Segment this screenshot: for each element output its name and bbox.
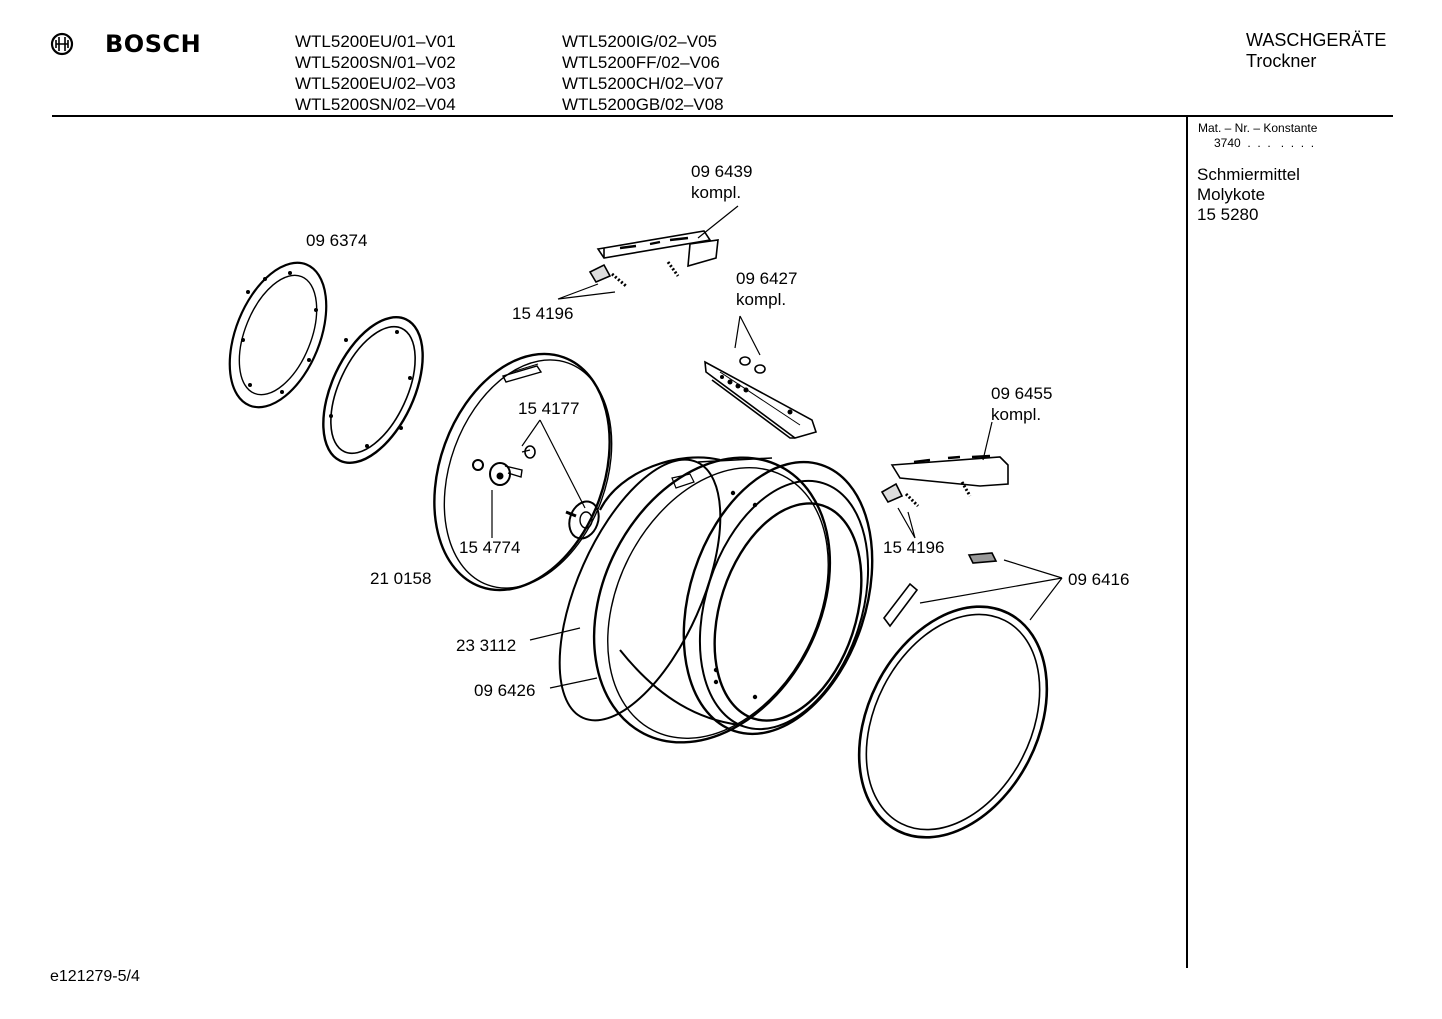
lubricant-line: Molykote: [1197, 185, 1266, 204]
lubricant-line: Schmiermittel: [1197, 165, 1300, 184]
part-label-096455: 09 6455 kompl.: [991, 383, 1052, 425]
model-item: WTL5200CH/02–V07: [562, 74, 724, 93]
part-label-154196-right: 15 4196: [883, 538, 945, 557]
part-label-233112: 23 3112: [456, 636, 517, 655]
part-label-096439: 09 6439 kompl.: [691, 161, 752, 203]
part-label-096426: 09 6426: [474, 681, 536, 700]
felt-seal-096426: [592, 456, 832, 744]
subcategory-title: Trockner: [1246, 51, 1317, 71]
part-label-154774: 15 4774: [459, 538, 521, 557]
mat-number-value: 3740 . . . . . . .: [1214, 136, 1315, 150]
part-note: kompl.: [736, 290, 787, 309]
part-label-096374: 09 6374: [306, 231, 368, 250]
part-label-154196-top: 15 4196: [512, 304, 574, 323]
part-number: 09 6427: [736, 269, 798, 288]
lubricant-line: 15 5280: [1197, 205, 1259, 224]
model-list-1: WTL5200EU/01–V01 WTL5200SN/01–V02 WTL520…: [295, 31, 456, 115]
model-item: WTL5200SN/01–V02: [295, 53, 456, 72]
mat-number-label: Mat. – Nr. – Konstante: [1198, 121, 1318, 135]
model-item: WTL5200EU/02–V03: [295, 74, 456, 93]
front-seal-096416: [857, 605, 1049, 839]
part-number: 09 6455: [991, 384, 1053, 403]
part-label-096427: 09 6427 kompl.: [736, 268, 797, 310]
seal-clip: [882, 552, 998, 628]
lubricant-block: Schmiermittel Molykote 15 5280: [1197, 165, 1300, 225]
model-item: WTL5200FF/02–V06: [562, 53, 720, 72]
hub-assembly: [472, 445, 600, 540]
drum-233112: [558, 456, 874, 736]
model-item: WTL5200SN/02–V04: [295, 95, 456, 114]
category-block: WASCHGERÄTE Trockner: [1246, 30, 1386, 72]
part-note: kompl.: [991, 405, 1042, 424]
model-item: WTL5200EU/01–V01: [295, 32, 456, 51]
model-item: WTL5200IG/02–V05: [562, 32, 717, 51]
drawing-id: e121279-5/4: [50, 968, 140, 985]
part-label-154177: 15 4177: [518, 399, 580, 418]
gasket-ring: [322, 316, 424, 464]
leader-lines: [491, 205, 1063, 689]
door-ring-096374: [228, 261, 328, 409]
part-note: kompl.: [691, 183, 742, 202]
rear-wall-210158: [433, 352, 613, 592]
lifter-096439: [588, 230, 719, 288]
model-item: WTL5200GB/02–V08: [562, 95, 724, 114]
part-label-210158: 21 0158: [370, 569, 432, 588]
model-list-2: WTL5200IG/02–V05 WTL5200FF/02–V06 WTL520…: [562, 31, 724, 115]
part-label-096416: 09 6416: [1068, 570, 1130, 589]
lifter-096455: [880, 454, 1009, 508]
part-number: 09 6439: [691, 162, 753, 181]
lifter-096427: [704, 356, 818, 439]
category-title: WASCHGERÄTE: [1246, 30, 1387, 50]
brand-name: BOSCH: [105, 30, 202, 58]
